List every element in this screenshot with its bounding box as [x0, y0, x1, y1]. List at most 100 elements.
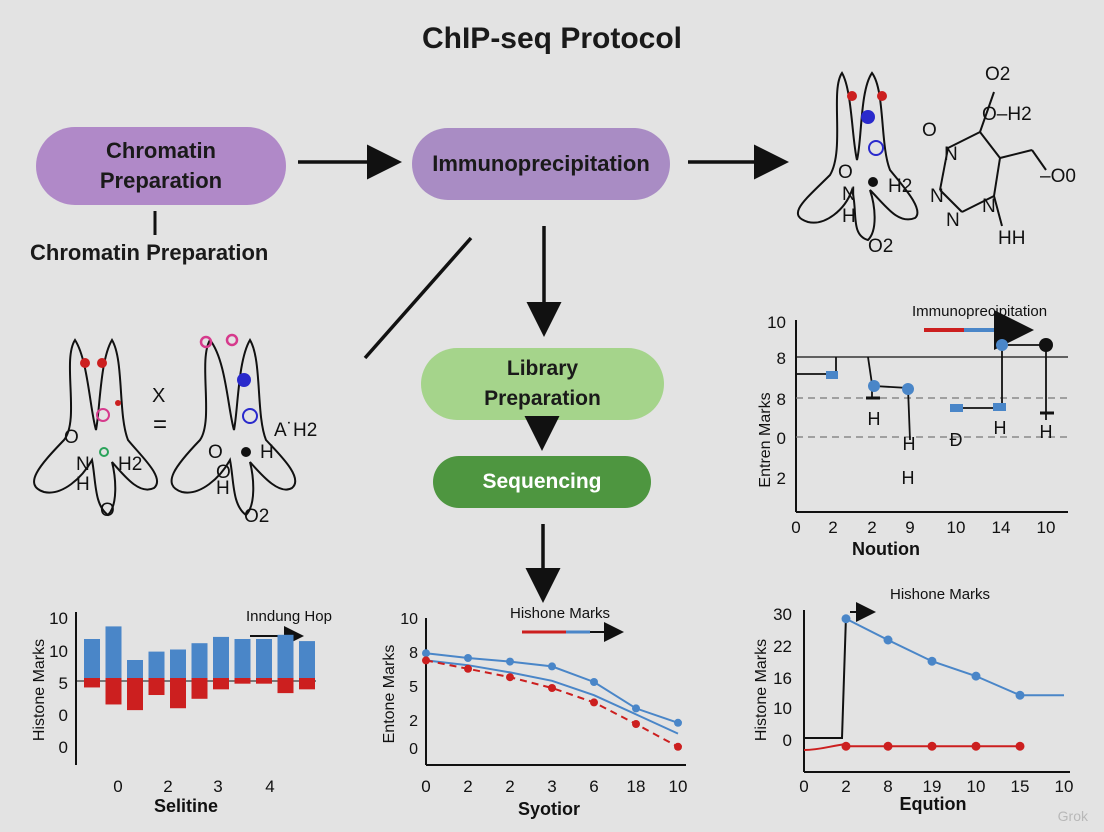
chart-annotation: H [902, 468, 915, 488]
chart-bottom-left: Inndung Hop Selitine Histone Marks 10 10… [31, 608, 332, 816]
data-point [971, 741, 981, 751]
x-tick-label: 2 [505, 777, 514, 796]
y-tick-label: 8 [409, 645, 418, 662]
chrom2-label: O2 [244, 506, 269, 527]
series-line [845, 617, 1064, 697]
chrom2-label: O [216, 462, 231, 483]
y-tick-label: 0 [409, 741, 418, 758]
chrom1-label: H2 [118, 454, 142, 475]
mol-label: O2 [985, 64, 1010, 85]
chrom2-label: H [216, 478, 230, 499]
chromatin-sub-label: Chromatin Preparation [30, 240, 269, 265]
bar-red [299, 678, 315, 690]
data-point [674, 718, 682, 727]
y-tick-label: 8 [777, 390, 786, 409]
step-sequencing-label: Sequencing [482, 470, 602, 493]
x-tick-label: 6 [589, 777, 598, 796]
step-immunoprecipitation[interactable]: Immunoprecipitation [412, 128, 670, 200]
step-chromatin-preparation[interactable]: Chromatin Preparation [36, 127, 286, 205]
mol-label: N [930, 186, 944, 207]
y-tick-label: 10 [400, 611, 418, 628]
chart-bottom-right: Hishone Marks Eqution Histone Marks 30 2… [753, 586, 1073, 814]
bar-blue [84, 639, 100, 681]
symbol-equals: = [153, 411, 167, 438]
x-tick-label: 19 [923, 777, 942, 796]
y-tick-label: 0 [59, 706, 68, 725]
data-point [464, 664, 472, 673]
top-right-chromosome [796, 71, 919, 242]
data-point [841, 741, 851, 751]
y-tick-label: 2 [777, 469, 786, 488]
x-tick-label: 9 [905, 518, 914, 537]
bar-red [234, 678, 251, 684]
y-tick-label: 8 [777, 349, 786, 368]
step-library-label: Library Preparation [484, 357, 601, 410]
x-tick-label: 3 [213, 777, 222, 796]
top-right-molecule [939, 91, 1047, 227]
chart-bottom-middle: Hishone Marks Syotior Entone Marks 10 8 … [381, 605, 687, 819]
y-tick-label: 0 [777, 429, 786, 448]
left-chromosome-1 [33, 338, 158, 517]
data-point [632, 704, 640, 713]
data-point [927, 656, 937, 666]
data-point [590, 698, 598, 707]
y-tick-label: 10 [767, 313, 786, 332]
x-tick-label: 4 [265, 777, 274, 796]
data-point [422, 656, 430, 665]
y-tick-label: 0 [59, 738, 68, 757]
chart-title: Hishone Marks [890, 586, 990, 603]
data-point [422, 649, 430, 658]
bar-red [170, 678, 186, 709]
data-point [883, 741, 893, 751]
bar-blue [105, 626, 122, 681]
mol-label: N [842, 184, 856, 205]
data-point [841, 614, 851, 624]
series-line [425, 659, 679, 748]
data-point [464, 654, 472, 662]
y-axis-label: Entren Marks [757, 392, 774, 487]
chart-title: Hishone Marks [510, 605, 610, 622]
data-point [927, 741, 937, 751]
bar-red [213, 678, 229, 690]
chrom1-label: H [76, 474, 90, 495]
step-sequencing[interactable]: Sequencing [433, 456, 651, 508]
data-point [548, 684, 556, 692]
x-tick-label: 2 [828, 518, 837, 537]
step-chromatin-label: Chromatin Preparation [99, 138, 223, 193]
x-tick-label: 10 [967, 777, 986, 796]
chart-annotation: H [868, 409, 881, 429]
data-point [1015, 741, 1025, 751]
mol-label: N [944, 144, 958, 165]
y-tick-label: 2 [409, 713, 418, 730]
bar-blue [299, 641, 315, 681]
bar-blue [148, 651, 165, 681]
bar-blue [213, 636, 229, 681]
page-title: ChIP-seq Protocol [421, 22, 683, 55]
y-tick-label: 30 [773, 605, 792, 624]
bar-red [105, 678, 122, 705]
x-axis-label: Selitine [154, 796, 218, 816]
x-tick-label: 18 [627, 777, 646, 796]
chart-mid-right: Immunoprecipitation Noution Entren Marks… [757, 303, 1068, 559]
x-tick-label: 10 [669, 777, 688, 796]
y-axis-label: Histone Marks [31, 639, 48, 741]
x-tick-label: 3 [547, 777, 556, 796]
x-tick-label: 2 [867, 518, 876, 537]
bar-blue [191, 643, 208, 681]
data-point [971, 671, 981, 681]
bar-blue [277, 634, 294, 681]
bar-red [127, 678, 143, 711]
bar-red [148, 678, 165, 696]
mol-label: O [922, 120, 937, 141]
bar-blue [127, 660, 143, 681]
bar-blue [234, 639, 251, 681]
mol-label: N [982, 196, 996, 217]
bar-red [191, 678, 208, 699]
chart-annotation: Ð [950, 430, 963, 450]
bar-red [277, 678, 294, 694]
x-axis-label: Eqution [900, 794, 967, 814]
step-library-preparation[interactable]: Library Preparation [421, 348, 664, 420]
data-point [548, 662, 556, 671]
molecule-labels: O2 O–H2 O N O –O0 N H2 N N N H HH O2 [838, 64, 1076, 257]
